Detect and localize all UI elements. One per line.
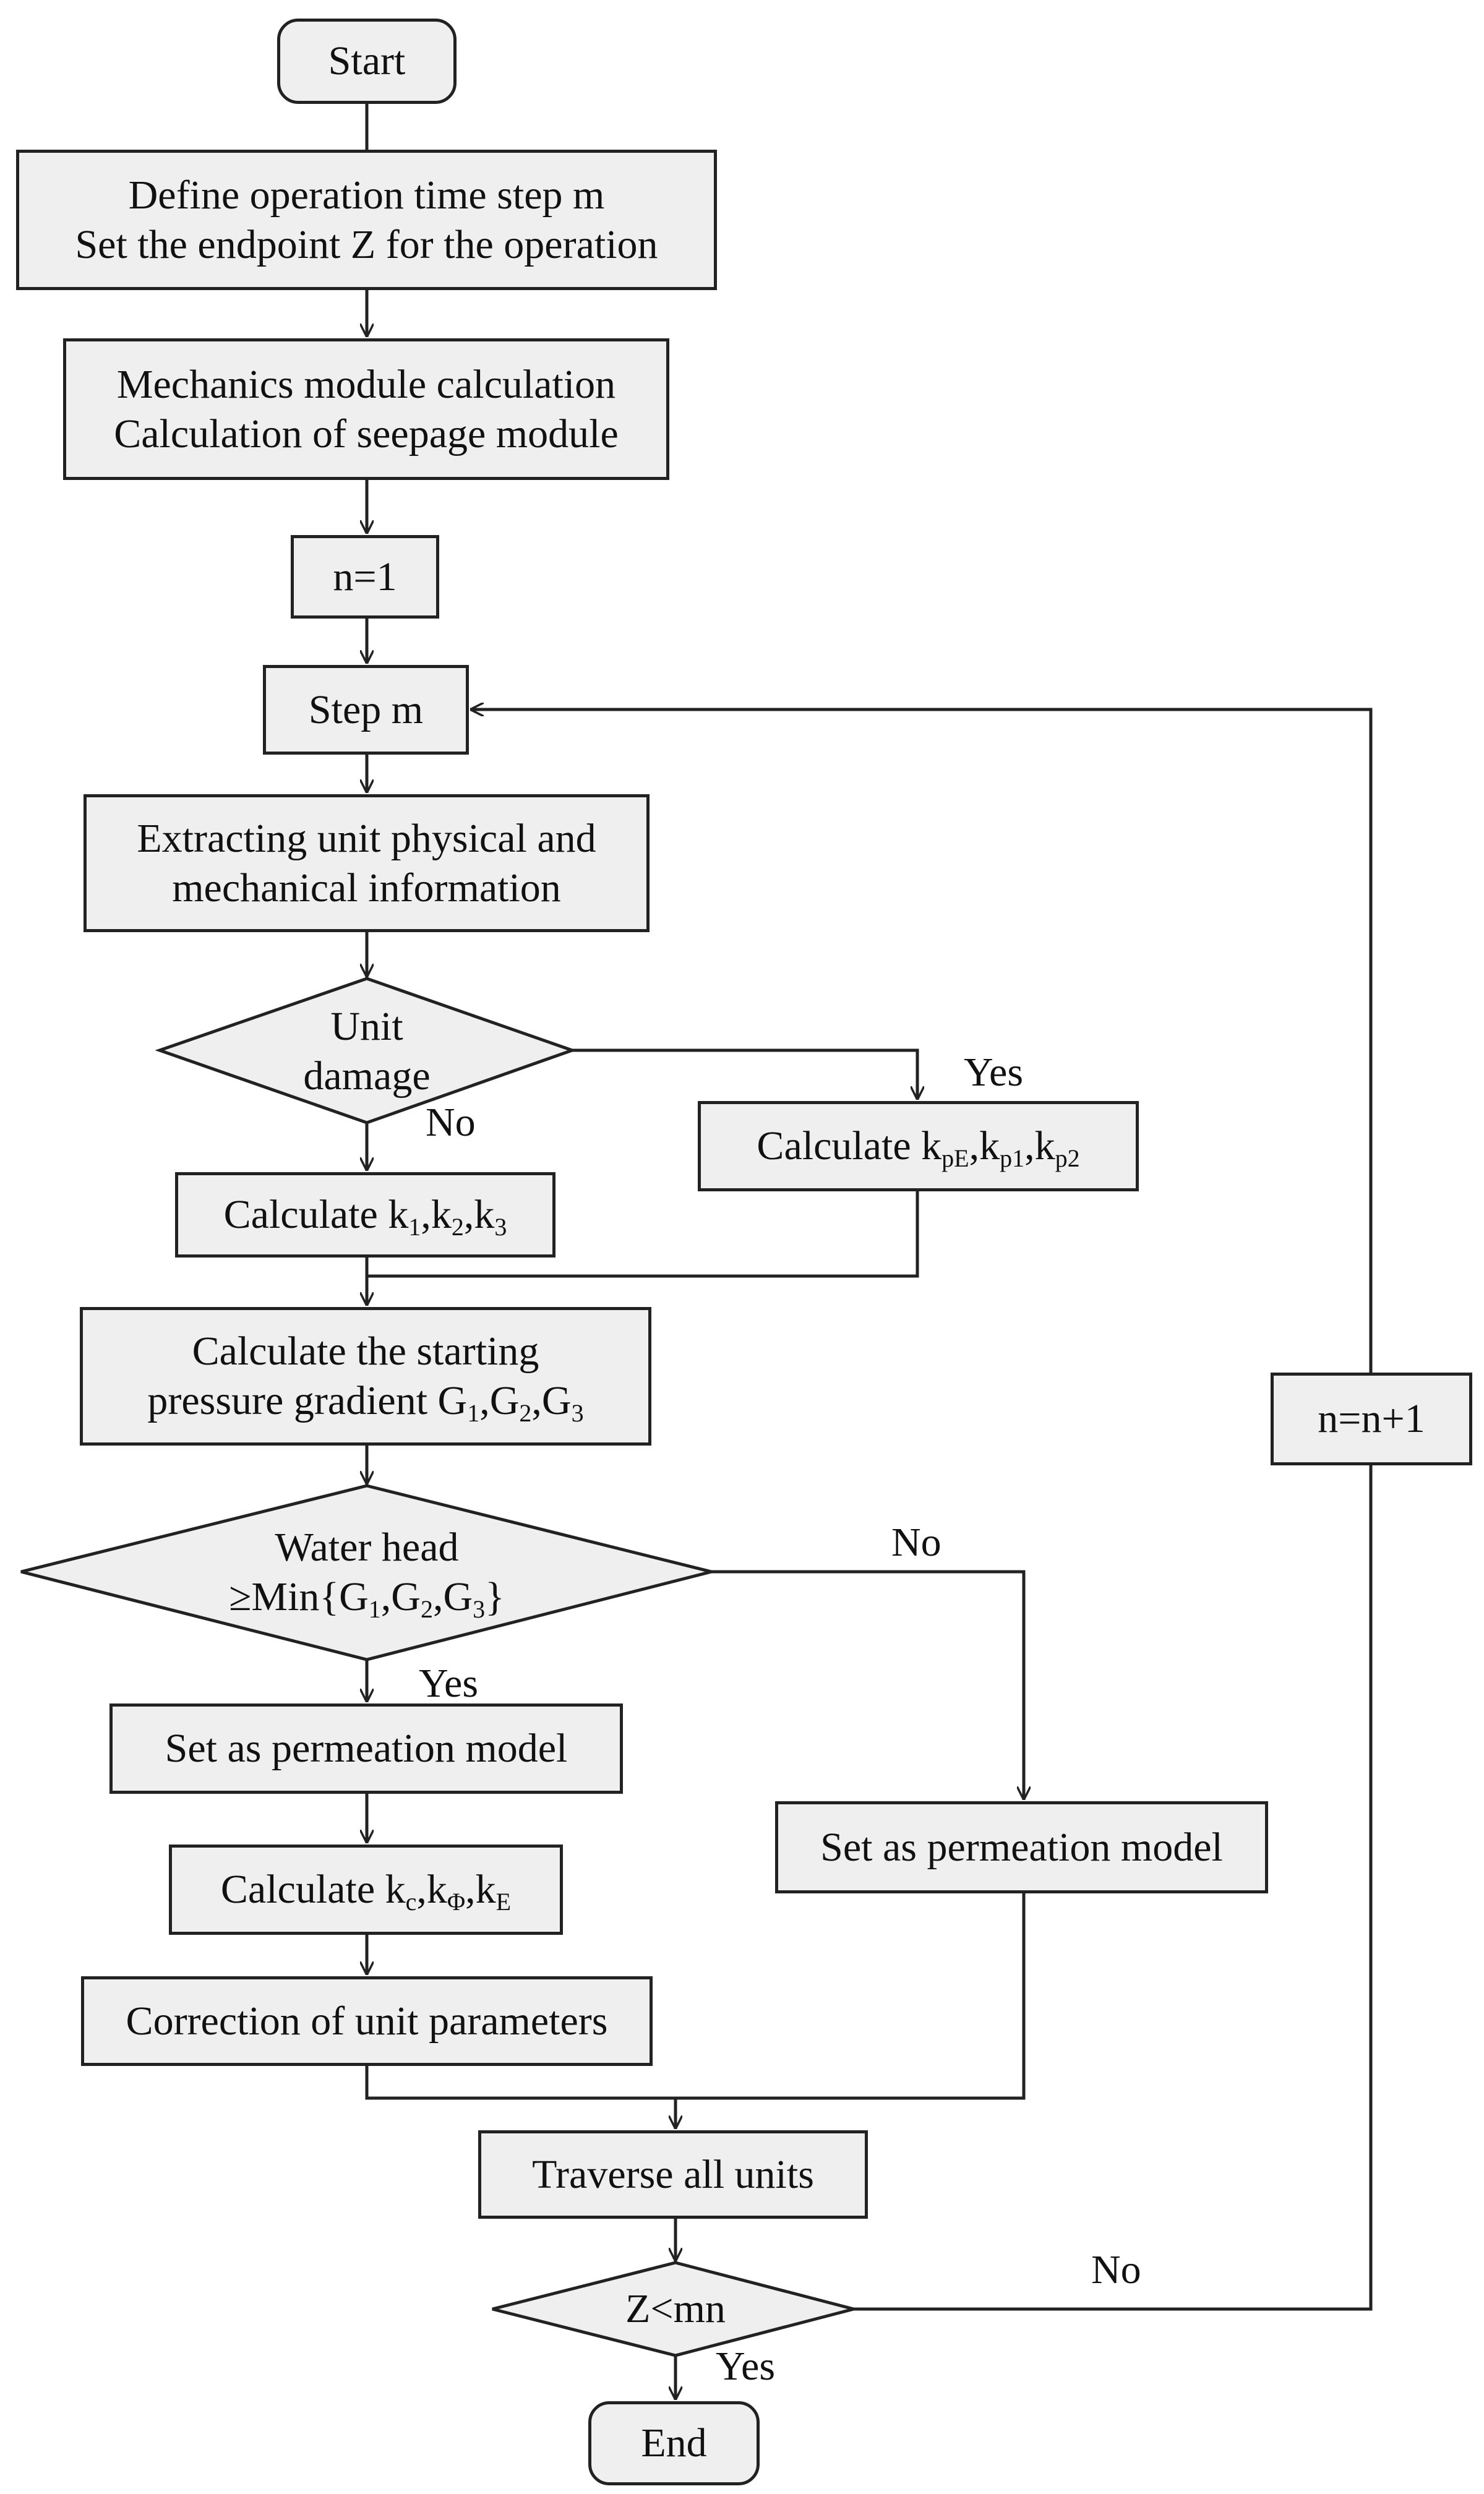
extract-box: Extracting unit physical and mechanical … xyxy=(84,794,650,932)
line-kp-merge xyxy=(367,1191,919,1278)
define-box: Define operation time step m Set the end… xyxy=(16,150,717,290)
extract-line2: mechanical information xyxy=(172,865,561,911)
water-head-line2: ≥Min{G1,G2,G3} xyxy=(229,1574,505,1623)
decision-water-head xyxy=(20,1484,712,1661)
define-line2: Set the endpoint Z for the operation xyxy=(75,221,658,267)
arrow-damage-yes xyxy=(572,1048,917,1100)
calculate-k123-box: Calculate k1,k2,k3 xyxy=(175,1172,555,1258)
mechanics-line1: Mechanics module calculation xyxy=(116,361,616,407)
mechanics-line2: Calculation of seepage module xyxy=(114,411,619,456)
water-head-text: Water head ≥Min{G1,G2,G3} xyxy=(181,1517,552,1628)
gradient-box: Calculate the starting pressure gradient… xyxy=(80,1307,651,1446)
step-m-box: Step m xyxy=(263,665,469,755)
extract-line1: Extracting unit physical and xyxy=(137,815,596,861)
label-no-z: No xyxy=(1091,2247,1141,2292)
arrow-loop-to-step xyxy=(470,709,1373,1373)
calculate-kp-box: Calculate kpE,kp1,kp2 xyxy=(698,1101,1139,1191)
label-yes-water: Yes xyxy=(419,1661,479,1706)
traverse-box: Traverse all units xyxy=(478,2130,868,2219)
label-yes-damage: Yes xyxy=(964,1050,1024,1095)
calculate-kc-box: Calculate kc,kΦ,kE xyxy=(169,1845,563,1935)
permeation-left-box: Set as permeation model xyxy=(109,1703,623,1794)
arrow-water-no xyxy=(711,1570,1024,1800)
z-mn-text: Z<mn xyxy=(625,2286,726,2331)
mechanics-box: Mechanics module calculation Calculation… xyxy=(63,338,669,480)
n1-box: n=1 xyxy=(291,535,439,619)
end-node: End xyxy=(588,2401,760,2485)
line-perm-right-merge xyxy=(676,1893,1026,2100)
n-increment-box: n=n+1 xyxy=(1271,1373,1472,1465)
permeation-right-box: Set as permeation model xyxy=(775,1801,1268,1893)
line-correction-merge xyxy=(365,2066,676,2100)
gradient-line2: pressure gradient G1,G2,G3 xyxy=(147,1378,584,1427)
correction-box: Correction of unit parameters xyxy=(81,1976,653,2066)
unit-damage-line1: Unit xyxy=(330,1004,403,1049)
calculate-kc-label: Calculate kc,kΦ,kE xyxy=(220,1867,512,1916)
line-z-no xyxy=(854,1465,1373,2311)
unit-damage-text: Unit damage xyxy=(243,996,491,1107)
water-head-line1: Water head xyxy=(275,1525,459,1570)
label-no-damage: No xyxy=(426,1100,476,1145)
calculate-k123-label: Calculate k1,k2,k3 xyxy=(223,1192,507,1241)
label-yes-z: Yes xyxy=(716,2344,776,2389)
decision-z-mn xyxy=(492,2261,860,2357)
define-line1: Define operation time step m xyxy=(128,172,605,218)
label-no-water: No xyxy=(891,1520,941,1565)
decision-unit-damage xyxy=(155,977,577,1125)
start-node: Start xyxy=(277,19,457,104)
calculate-kp-label: Calculate kpE,kp1,kp2 xyxy=(757,1123,1080,1172)
gradient-line1: Calculate the starting xyxy=(192,1329,539,1374)
unit-damage-line2: damage xyxy=(303,1053,431,1099)
